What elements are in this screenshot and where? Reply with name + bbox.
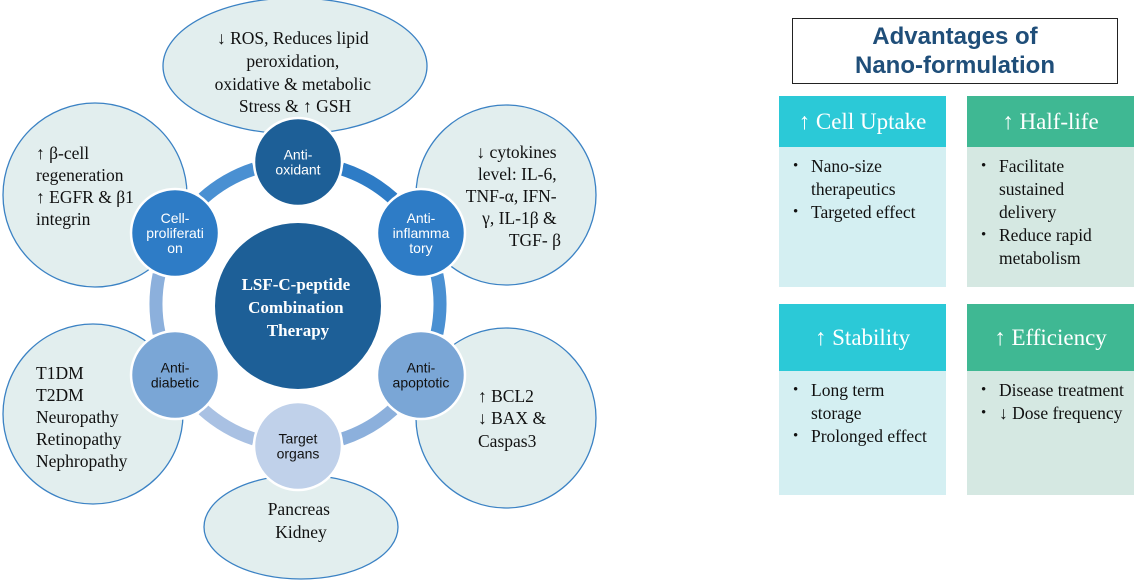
bubble-target-organs: Pancreas Kidney [203, 474, 399, 580]
ring-arc [149, 273, 166, 335]
bubble-text-line: T1DM [36, 363, 84, 383]
node-circle [252, 116, 344, 208]
node-label-line: Anti- [284, 147, 313, 163]
card-body: Nano-size therapeutics Targeted effect [779, 147, 946, 287]
ring-arc [198, 404, 257, 446]
bubble-text-line: peroxidation, [246, 51, 339, 71]
card-bullet: ↓ Dose frequency [981, 402, 1124, 425]
node-label-line: oxidant [275, 162, 320, 178]
bubble-text-line: TGF- β [509, 230, 561, 250]
bubble-text-line: ↑ EGFR & β1 [36, 187, 134, 207]
card-bullet: Long term storage [793, 379, 936, 425]
bubble-text-line: T2DM [36, 385, 84, 405]
card-body: Facilitate sustained delivery Reduce rap… [967, 147, 1134, 287]
bubble-text-line: level: IL-6, [478, 164, 557, 184]
svg-text:T1DM T2DM Neuropat: T1DM T2DM Neuropathy Retinopathy Nephrop… [36, 363, 128, 471]
bubble-text-line: ↑ β-cell [36, 143, 89, 163]
svg-text:↓ cytokines level: IL-6,: ↓ cytokines level: IL-6, TNF-α, IFN- γ, … [466, 142, 561, 250]
card-title: ↑ Efficiency [967, 304, 1134, 371]
svg-text:LSF-C-peptide Combinatio: LSF-C-peptide Combination Therapy [242, 275, 355, 340]
card-bullet: Targeted effect [793, 201, 936, 224]
svg-text:↑ BCL2 ↓ BAX & Cas: ↑ BCL2 ↓ BAX & Caspas3 [478, 386, 550, 451]
node-circle [375, 329, 467, 421]
ring-arc [339, 162, 398, 204]
node-label-line: Anti- [161, 360, 190, 376]
node-anti-diabetic: Anti-diabetic [129, 329, 221, 421]
node-label-line: organs [277, 446, 320, 462]
card-title: ↑ Stability [779, 304, 946, 371]
bubble-text-line: TNF-α, IFN- [466, 186, 557, 206]
card-bullet: Prolonged effect [793, 425, 936, 448]
node-circle [375, 187, 467, 279]
bubble-text-line: ↑ BCL2 [478, 386, 534, 406]
node-label-line: Anti- [407, 360, 436, 376]
card-title: ↑ Cell Uptake [779, 96, 946, 147]
card-bullet: Reduce rapid metabolism [981, 224, 1124, 270]
bubble-text-line: ↓ ROS, Reduces lipid [217, 28, 369, 48]
card-bullet: Disease treatment [981, 379, 1124, 402]
node-circle [129, 187, 221, 279]
node-anti-apoptotic: Anti-apoptotic [375, 329, 467, 421]
bubble-text-line: Stress & ↑ GSH [239, 96, 352, 116]
therapy-diagram: ↓ ROS, Reduces lipid peroxidation, oxida… [2, 0, 597, 580]
center-label-line: Therapy [267, 321, 330, 340]
center-label-line: LSF-C-peptide [242, 275, 351, 294]
bubble-antioxidant: ↓ ROS, Reduces lipid peroxidation, oxida… [162, 0, 428, 135]
node-label-line: inflamma [393, 225, 450, 241]
panel-title-line: Nano-formulation [855, 52, 1055, 79]
ring-arc [430, 273, 447, 335]
card-title: ↑ Half-life [967, 96, 1134, 147]
bubble-text-line: Kidney [275, 522, 327, 542]
node-label-line: tory [409, 240, 432, 256]
bubble-text-line: integrin [36, 209, 91, 229]
node-label-line: diabetic [151, 375, 199, 391]
card-stability: ↑ Stability Long term storage Prolonged … [779, 304, 946, 495]
svg-text:Anti-diabetic: Anti-diabetic [151, 360, 199, 391]
bubble-text-line: Pancreas [268, 499, 330, 519]
node-label-line: on [167, 240, 183, 256]
panel-title: Advantages of Nano-formulation [792, 18, 1118, 84]
bubble-text-line: Nephropathy [36, 451, 128, 471]
bubble-text-line: ↓ BAX & [478, 408, 546, 428]
card-half-life: ↑ Half-life Facilitate sustained deliver… [967, 96, 1134, 287]
ring-arc [198, 162, 257, 204]
node-label-line: proliferati [146, 225, 204, 241]
panel-title-line: Advantages of [872, 23, 1038, 50]
node-label-line: Cell- [161, 210, 190, 226]
svg-text:↓ ROS, Reduces lipid per: ↓ ROS, Reduces lipid peroxidation, oxida… [215, 28, 376, 116]
svg-text:↑ β-cell regeneration: ↑ β-cell regeneration ↑ EGFR & β1 integr… [36, 143, 138, 229]
ring-arc [339, 404, 398, 446]
bubble-text-line: Neuropathy [36, 407, 119, 427]
center-node: LSF-C-peptide Combination Therapy [213, 221, 383, 391]
bubble-text-line: γ, IL-1β & [481, 208, 557, 228]
card-bullet: Nano-size therapeutics [793, 155, 936, 201]
node-label-line: apoptotic [393, 375, 450, 391]
card-efficiency: ↑ Efficiency Disease treatment ↓ Dose fr… [967, 304, 1134, 495]
card-body: Long term storage Prolonged effect [779, 371, 946, 495]
center-label-line: Combination [248, 298, 344, 317]
bubble-text-line: regeneration [36, 165, 124, 185]
bubble-text-line: ↓ cytokines [476, 142, 556, 162]
card-cell-uptake: ↑ Cell Uptake Nano-size therapeutics Tar… [779, 96, 946, 287]
svg-text:Pancreas Kidney: Pancreas Kidney [268, 499, 335, 542]
node-label-line: Anti- [407, 210, 436, 226]
svg-text:Anti-apoptotic: Anti-apoptotic [393, 360, 450, 391]
bubble-text-line: oxidative & metabolic [215, 74, 372, 94]
card-bullet: Facilitate sustained delivery [981, 155, 1124, 224]
card-body: Disease treatment ↓ Dose frequency [967, 371, 1134, 495]
node-circle [252, 400, 344, 492]
connector-ring [149, 162, 447, 446]
node-label-line: Target [279, 431, 318, 447]
node-circle [129, 329, 221, 421]
bubble-text-line: Caspas3 [478, 431, 537, 451]
svg-text:Anti-oxidant: Anti-oxidant [275, 147, 320, 178]
node-antioxidant: Anti-oxidant [252, 116, 344, 208]
bubble-text-line: Retinopathy [36, 429, 122, 449]
